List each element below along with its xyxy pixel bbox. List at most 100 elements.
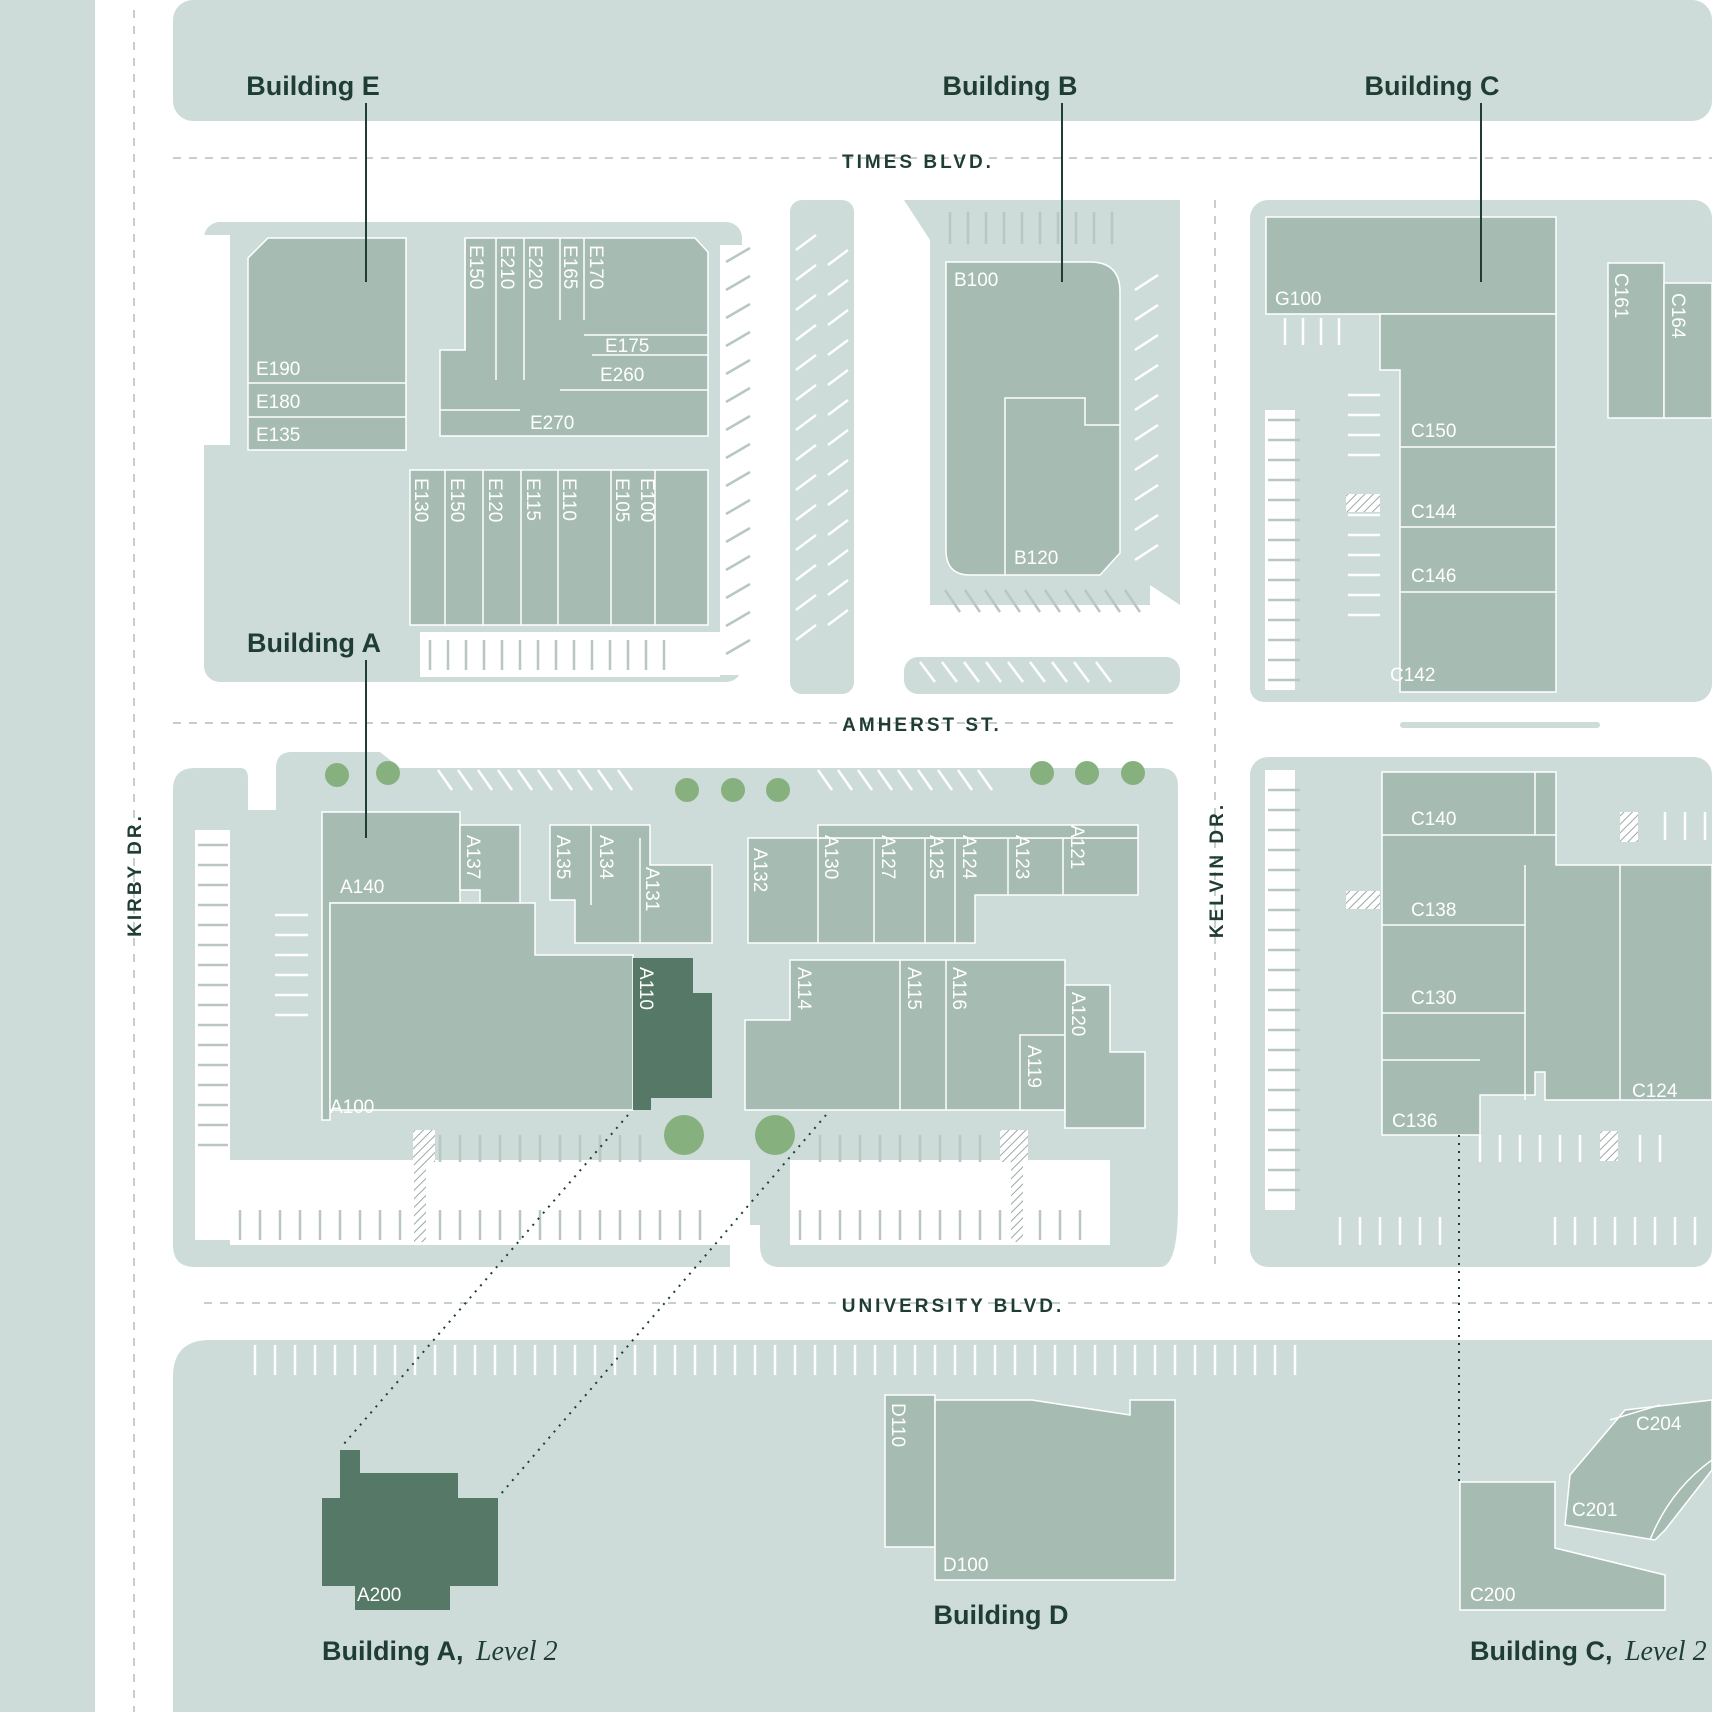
- unit-label[interactable]: B120: [1014, 548, 1058, 569]
- top-block: [173, 0, 1712, 121]
- unit-label[interactable]: A119: [1023, 1045, 1044, 1088]
- unit-label[interactable]: A120: [1067, 992, 1088, 1036]
- building-label-c-level2-level: Level 2: [1624, 1636, 1707, 1667]
- accessible-stall-c-lower-1: [1346, 891, 1380, 909]
- building-a-level2-footprint[interactable]: [322, 1450, 498, 1610]
- building-label-d[interactable]: Building D: [934, 1600, 1069, 1630]
- unit-label[interactable]: C136: [1392, 1111, 1437, 1132]
- unit-label[interactable]: E130: [410, 478, 431, 522]
- unit-label[interactable]: C138: [1411, 900, 1456, 921]
- unit-label[interactable]: C200: [1470, 1585, 1515, 1606]
- unit-label[interactable]: D110: [887, 1403, 908, 1447]
- block-median-strip: [790, 200, 854, 694]
- unit-label[interactable]: C201: [1572, 1500, 1617, 1521]
- unit-label[interactable]: D100: [943, 1555, 988, 1576]
- unit-label[interactable]: C150: [1411, 421, 1456, 442]
- tree-icon: [675, 778, 699, 802]
- unit-label[interactable]: A135: [552, 835, 573, 879]
- unit-label[interactable]: E100: [636, 478, 657, 522]
- unit-label[interactable]: C144: [1411, 502, 1457, 523]
- level-connector-lines: [342, 1114, 1460, 1496]
- unit-label[interactable]: A131: [641, 867, 662, 911]
- unit-label[interactable]: A124: [958, 835, 979, 880]
- tree-icon: [664, 1115, 704, 1155]
- unit-label[interactable]: A137: [462, 835, 483, 879]
- unit-label[interactable]: C124: [1632, 1081, 1678, 1102]
- unit-label[interactable]: E190: [256, 359, 300, 380]
- unit-label[interactable]: E150: [465, 245, 486, 289]
- unit-label[interactable]: A125: [925, 835, 946, 879]
- building-label-a[interactable]: Building A: [247, 628, 381, 658]
- unit-label[interactable]: A140: [340, 877, 384, 898]
- accessible-stall-c-lower-3: [1600, 1131, 1618, 1161]
- unit-label[interactable]: E175: [605, 336, 649, 357]
- road-centerlines: [133, 10, 1712, 1712]
- unit-label[interactable]: A115: [903, 967, 924, 1010]
- unit-label[interactable]: A130: [820, 835, 841, 879]
- building-d-footprint[interactable]: [884, 1394, 1176, 1581]
- left-margin-strip: [0, 0, 95, 1712]
- building-label-b[interactable]: Building B: [943, 71, 1078, 101]
- unit-label[interactable]: A132: [749, 848, 770, 892]
- unit-label[interactable]: E110: [558, 478, 579, 521]
- unit-label[interactable]: E220: [524, 245, 545, 289]
- unit-label[interactable]: A114: [793, 967, 814, 1010]
- unit-label[interactable]: A134: [595, 835, 616, 880]
- unit-label[interactable]: C164: [1667, 293, 1688, 339]
- unit-label[interactable]: C146: [1411, 566, 1456, 587]
- leader-lines: [365, 103, 1482, 838]
- building-c-level2-footprint[interactable]: [1459, 1399, 1712, 1611]
- tree-icon: [755, 1115, 795, 1155]
- unit-label[interactable]: C140: [1411, 809, 1456, 830]
- unit-label[interactable]: E135: [256, 425, 300, 446]
- unit-label[interactable]: A100: [330, 1097, 374, 1118]
- unit-label[interactable]: E150: [446, 478, 467, 522]
- accessible-path-a-2: [1011, 1162, 1023, 1242]
- unit-a110-highlight[interactable]: [633, 958, 712, 1110]
- unit-label[interactable]: E165: [559, 245, 580, 289]
- unit-label[interactable]: E210: [496, 245, 517, 289]
- unit-label[interactable]: B100: [954, 270, 998, 291]
- accessible-stall-c-upper: [1346, 494, 1380, 512]
- unit-label[interactable]: E170: [585, 245, 606, 289]
- unit-label[interactable]: E270: [530, 413, 574, 434]
- unit-label[interactable]: A121: [1066, 825, 1087, 869]
- street-label-kirby: KIRBY DR.: [125, 813, 146, 937]
- unit-label[interactable]: A116: [948, 967, 969, 1010]
- unit-label[interactable]: E115: [522, 478, 543, 521]
- unit-label[interactable]: E260: [600, 365, 644, 386]
- building-label-a-level2-level: Level 2: [475, 1636, 558, 1667]
- unit-label[interactable]: C204: [1636, 1414, 1682, 1435]
- unit-label[interactable]: C142: [1390, 665, 1435, 686]
- building-label-c[interactable]: Building C: [1365, 71, 1500, 101]
- unit-label[interactable]: A110: [635, 967, 656, 1010]
- building-label-a-level2[interactable]: Building A, Level 2: [322, 1636, 558, 1667]
- unit-label[interactable]: A123: [1011, 835, 1032, 879]
- tree-icon: [1075, 761, 1099, 785]
- tree-icon: [766, 778, 790, 802]
- accessible-parking: [413, 494, 1638, 1242]
- building-c-footprint[interactable]: [1265, 216, 1712, 1136]
- unit-label[interactable]: E120: [484, 478, 505, 522]
- unit-label[interactable]: A127: [877, 835, 898, 879]
- building-e-footprint[interactable]: [247, 237, 709, 626]
- street-label-amherst: AMHERST ST.: [842, 715, 1002, 736]
- building-b-footprint[interactable]: [945, 261, 1121, 576]
- unit-label[interactable]: E105: [611, 478, 632, 522]
- unit-label[interactable]: C161: [1610, 273, 1631, 318]
- unit-label[interactable]: C130: [1411, 988, 1456, 1009]
- accessible-stall-a-1: [413, 1130, 435, 1162]
- unit-label[interactable]: G100: [1275, 289, 1321, 310]
- tree-icon: [376, 761, 400, 785]
- street-label-university: UNIVERSITY BLVD.: [842, 1296, 1065, 1317]
- building-label-c-level2[interactable]: Building C, Level 2: [1470, 1636, 1707, 1667]
- unit-label[interactable]: E180: [256, 392, 300, 413]
- building-label-e[interactable]: Building E: [246, 71, 379, 101]
- tree-icon: [721, 778, 745, 802]
- street-label-times: TIMES BLVD.: [842, 152, 994, 173]
- tree-icon: [1030, 761, 1054, 785]
- building-a-footprint[interactable]: [321, 811, 1146, 1129]
- block-b-bottom-strip: [904, 657, 1180, 694]
- tree-icon: [325, 763, 349, 787]
- unit-label[interactable]: A200: [357, 1585, 401, 1606]
